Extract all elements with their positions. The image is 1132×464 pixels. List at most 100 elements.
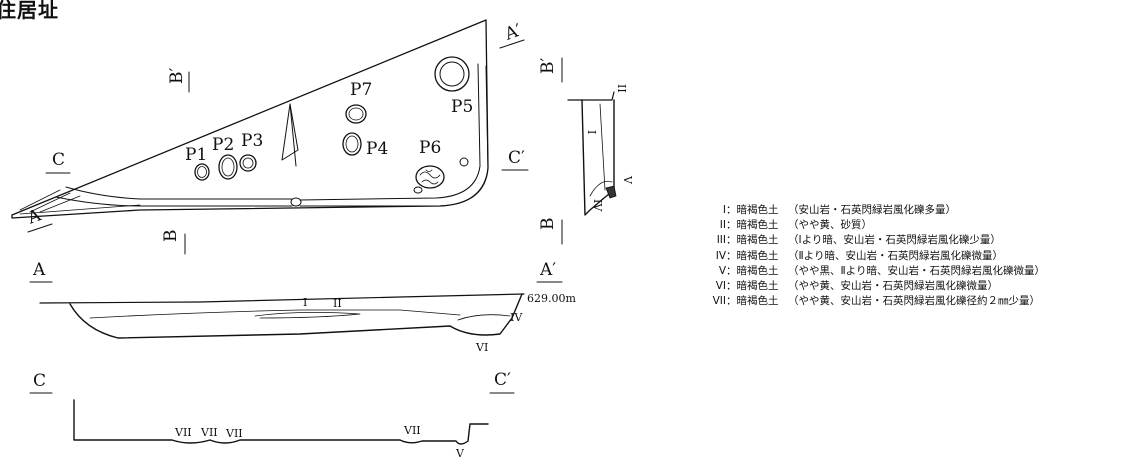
north-arrow-icon	[281, 103, 299, 161]
section-a-right-label: A′	[539, 260, 556, 280]
section-c-layer-label-vii-1: VII	[174, 426, 192, 439]
pit-p2-inner	[221, 157, 235, 177]
plan-mark-c-prime: C′	[508, 148, 525, 168]
section-a-left-label: A	[32, 260, 46, 280]
section-b-profile	[581, 99, 615, 216]
section-c-left-label: C	[33, 371, 46, 391]
plan-view: P1 P2 P3 P4 P5 P6 P7 C C′ A′ A B′ B	[11, 19, 529, 255]
pit-label-p4: P4	[366, 139, 388, 159]
plan-mark-a: A	[24, 205, 44, 229]
section-a-ground	[39, 293, 525, 304]
section-a-layer-label-ii: II	[333, 297, 342, 310]
pit-p2	[218, 154, 238, 180]
north-arrow-stem	[289, 103, 297, 167]
plan-mark-c: C	[52, 150, 65, 170]
figure-title: 住居址	[0, 0, 59, 22]
pit-p6	[415, 165, 445, 189]
section-a-profile	[69, 293, 523, 339]
wall-trench-outer	[299, 65, 489, 207]
section-b-layer-label-i: I	[585, 130, 598, 134]
section-c: C C′ VII VII VII VII V	[29, 370, 515, 460]
pit-label-p6: P6	[419, 138, 441, 158]
section-b-layer	[589, 103, 613, 197]
section-b-layer-label-ii: II	[615, 84, 628, 93]
legend-layer-number: IV	[715, 249, 726, 262]
legend-layer-number: VII	[712, 295, 726, 308]
legend-soil-type: ：暗褐色土	[726, 295, 779, 308]
legend-layer-number: V	[718, 264, 726, 277]
section-a-layer-2	[254, 312, 361, 319]
section-a: A A′ 629.00m I II IV VI	[29, 260, 576, 354]
small-stone	[413, 186, 423, 194]
legend-soil-type: ：暗褐色土	[726, 249, 779, 262]
pit-label-p5: P5	[451, 97, 473, 117]
pit-p5	[434, 56, 470, 92]
legend-description: （やや黒、Ⅱより暗、安山岩・石英閃緑岩風化礫微量）	[788, 264, 1045, 277]
pit-label-p1: P1	[185, 145, 207, 165]
wall-trench-inner	[299, 63, 481, 201]
section-b: B′ B II I IV V	[538, 57, 634, 245]
trench-south-outer	[55, 196, 293, 207]
section-b-bottom-label: B	[538, 218, 558, 231]
legend-soil-type: ：暗褐色土	[726, 264, 779, 277]
legend-row: III ：暗褐色土 （Ⅰより暗、安山岩・石英閃緑岩風化礫少量）	[706, 233, 1045, 248]
section-c-layer-label-vii-2: VII	[200, 426, 218, 439]
pit-p4-inner	[345, 135, 359, 153]
legend-row: II ：暗褐色土 （やや黄、砂質）	[706, 218, 1045, 233]
section-b-ground	[567, 91, 615, 101]
pit-p1-inner	[197, 166, 207, 178]
section-b-layer-label-iv: IV	[591, 199, 604, 212]
section-b-top-label: B′	[538, 58, 558, 74]
legend-row: VII ：暗褐色土 （やや黄、安山岩・石英閃緑岩風化礫径約２㎜少量）	[706, 294, 1045, 309]
legend-row: IV ：暗褐色土 （Ⅱより暗、安山岩・石英閃緑岩風化礫微量）	[706, 249, 1045, 264]
pit-p4	[342, 132, 362, 156]
pit-p6-stones	[419, 169, 441, 185]
section-a-layer-label-iv: IV	[510, 311, 523, 324]
pit-p3-inner	[242, 157, 254, 169]
section-b-dark-layer	[605, 185, 617, 199]
plan-mark-a-line	[27, 223, 53, 233]
section-a-elevation: 629.00m	[527, 292, 576, 305]
legend-description: （やや黄、安山岩・石英閃緑岩風化礫径約２㎜少量）	[788, 295, 1040, 308]
small-pit	[459, 157, 469, 167]
section-b-layer-label-v: V	[621, 175, 634, 185]
trench-end-mark	[290, 197, 302, 207]
section-c-profile	[73, 399, 489, 445]
legend-description: （やや黄、安山岩・石英閃緑岩風化礫微量）	[788, 280, 998, 293]
pit-label-p3: P3	[241, 131, 263, 151]
legend-row: V ：暗褐色土 （やや黒、Ⅱより暗、安山岩・石英閃緑岩風化礫微量）	[706, 264, 1045, 279]
section-c-layer-label-vii-4: VII	[403, 424, 421, 437]
legend-soil-type: ：暗褐色土	[726, 234, 779, 247]
plan-mark-a-prime: A′	[501, 20, 524, 45]
plan-mark-a-prime-line	[499, 39, 525, 49]
legend-description: （やや黄、砂質）	[788, 219, 872, 232]
legend-description: （Ⅰより暗、安山岩・石英閃緑岩風化礫少量）	[788, 234, 1001, 247]
pit-label-p7: P7	[350, 80, 372, 100]
soil-legend: I ：暗褐色土 （安山岩・石英閃緑岩風化礫多量） II ：暗褐色土 （やや黄、砂…	[706, 203, 1045, 309]
pit-p1	[194, 163, 210, 181]
legend-row: I ：暗褐色土 （安山岩・石英閃緑岩風化礫多量）	[706, 203, 1045, 218]
legend-layer-number: I	[722, 204, 726, 216]
slope-hatch	[19, 189, 81, 213]
section-a-layer-1	[89, 309, 461, 319]
legend-soil-type: ：暗褐色土	[726, 219, 779, 232]
legend-description: （Ⅱより暗、安山岩・石英閃緑岩風化礫微量）	[788, 249, 1003, 262]
legend-soil-type: ：暗褐色土	[726, 280, 779, 293]
trench-south-inner	[65, 186, 293, 200]
section-c-layer-label-vii-3: VII	[225, 427, 243, 440]
legend-soil-type: ：暗褐色土	[726, 204, 779, 216]
pit-p7-inner	[348, 107, 364, 121]
section-c-layer-label-v: V	[455, 447, 465, 460]
legend-layer-number: III	[716, 234, 726, 247]
plan-mark-b-prime: B′	[167, 68, 187, 84]
section-a-layer-label-vi: VI	[475, 341, 488, 354]
section-a-layer-3	[457, 314, 511, 321]
section-a-layer-label-i: I	[303, 296, 307, 309]
legend-layer-number: II	[719, 219, 726, 232]
plan-mark-b: B	[161, 230, 181, 243]
floor-edge-line	[19, 204, 141, 215]
legend-layer-number: VI	[715, 280, 726, 293]
pit-p7	[345, 104, 367, 124]
pit-p5-inner	[439, 61, 465, 87]
